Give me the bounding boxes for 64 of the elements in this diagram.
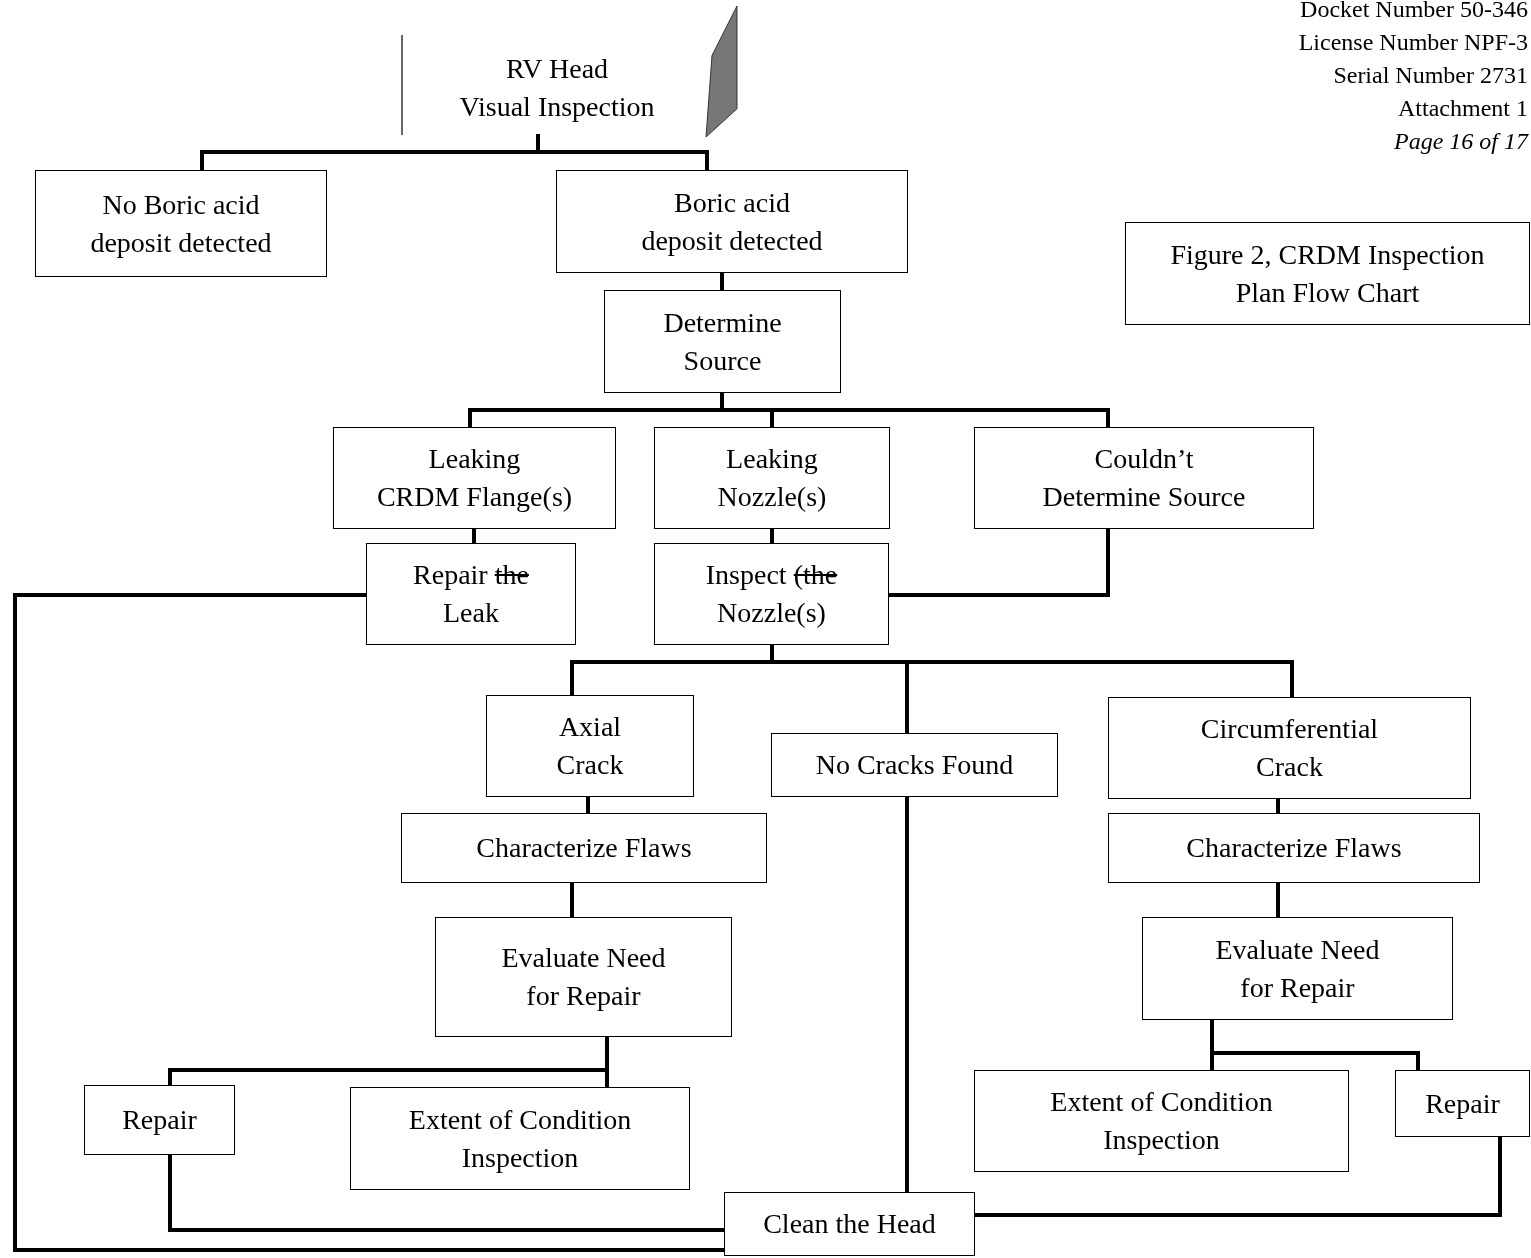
- process-box: [366, 543, 576, 645]
- connector-line: [168, 1155, 724, 1232]
- box-text: Couldn’t Determine Source: [1042, 442, 1246, 514]
- box-text: Figure 2, CRDM Inspection Plan Flow Chart: [1170, 237, 1485, 310]
- box-text: Circumferential Crack: [1200, 712, 1379, 784]
- box-text: Repair: [122, 1103, 197, 1137]
- header-text: License Number NPF-3: [1298, 28, 1528, 57]
- process-box: [604, 290, 841, 393]
- box-text: Determine Source: [663, 305, 782, 378]
- connector-line: [586, 797, 590, 813]
- header-text: Page 16 of 17: [1394, 127, 1528, 156]
- box-text: Clean the Head: [763, 1207, 936, 1241]
- connector-line: [472, 529, 476, 543]
- connector-line: [770, 529, 774, 543]
- box-text: Axial Crack: [556, 710, 624, 782]
- process-box: [724, 1192, 975, 1256]
- header-text: Serial Number 2731: [1333, 61, 1528, 90]
- connector-line: [1210, 1020, 1420, 1070]
- box-text: No Cracks Found: [815, 748, 1014, 782]
- process-box: [654, 427, 890, 529]
- box-text: Characterize Flaws: [476, 831, 692, 865]
- process-box: [401, 813, 767, 883]
- process-box: [333, 427, 616, 529]
- process-box: [556, 170, 908, 273]
- process-box: [1108, 813, 1480, 883]
- process-box: [486, 695, 694, 797]
- box-text: Evaluate Need for Repair: [501, 941, 666, 1013]
- connector-line: [605, 1037, 609, 1087]
- box-text: Evaluate Need for Repair: [1215, 932, 1380, 1005]
- box-text: Repair: [1425, 1086, 1500, 1121]
- heading-text: RV Head Visual Inspection: [459, 52, 655, 124]
- box-text: Leaking CRDM Flange(s): [376, 442, 573, 514]
- process-box: [771, 733, 1058, 797]
- connector-line: [975, 1137, 1502, 1217]
- box-text: No Boric acid deposit detected: [90, 187, 272, 260]
- connector-line: [720, 393, 1110, 427]
- process-box: [654, 543, 889, 645]
- connector-line: [13, 593, 724, 1252]
- header-text: Docket Number 50-346: [1300, 0, 1528, 24]
- header-text: Attachment 1: [1398, 94, 1528, 123]
- connector-line: [536, 134, 709, 170]
- box-text: Boric acid deposit detected: [641, 185, 823, 258]
- box-text: Extent of Condition Inspection: [408, 1102, 632, 1175]
- box-text: Extent of Condition Inspection: [1050, 1085, 1273, 1157]
- process-box: [1108, 697, 1471, 799]
- box-text: Inspect (the Nozzle(s): [705, 558, 838, 630]
- process-box: [974, 1070, 1349, 1172]
- connector-line: [570, 883, 574, 917]
- process-box: [1142, 917, 1453, 1020]
- title-box: [1125, 222, 1530, 325]
- process-box: [974, 427, 1314, 529]
- box-text: Repair the Leak: [413, 558, 529, 630]
- process-box: [1395, 1070, 1530, 1137]
- connector-line: [720, 273, 724, 290]
- connector-line: [1276, 883, 1280, 917]
- connector-line: [889, 529, 1110, 597]
- process-box: [435, 917, 732, 1037]
- connector-line: [905, 797, 909, 1192]
- process-box: [84, 1085, 235, 1155]
- process-box: [350, 1087, 690, 1190]
- process-box: [35, 170, 327, 277]
- box-text: Leaking Nozzle(s): [717, 442, 827, 514]
- box-text: Characterize Flaws: [1186, 831, 1402, 865]
- connector-line: [1276, 799, 1280, 813]
